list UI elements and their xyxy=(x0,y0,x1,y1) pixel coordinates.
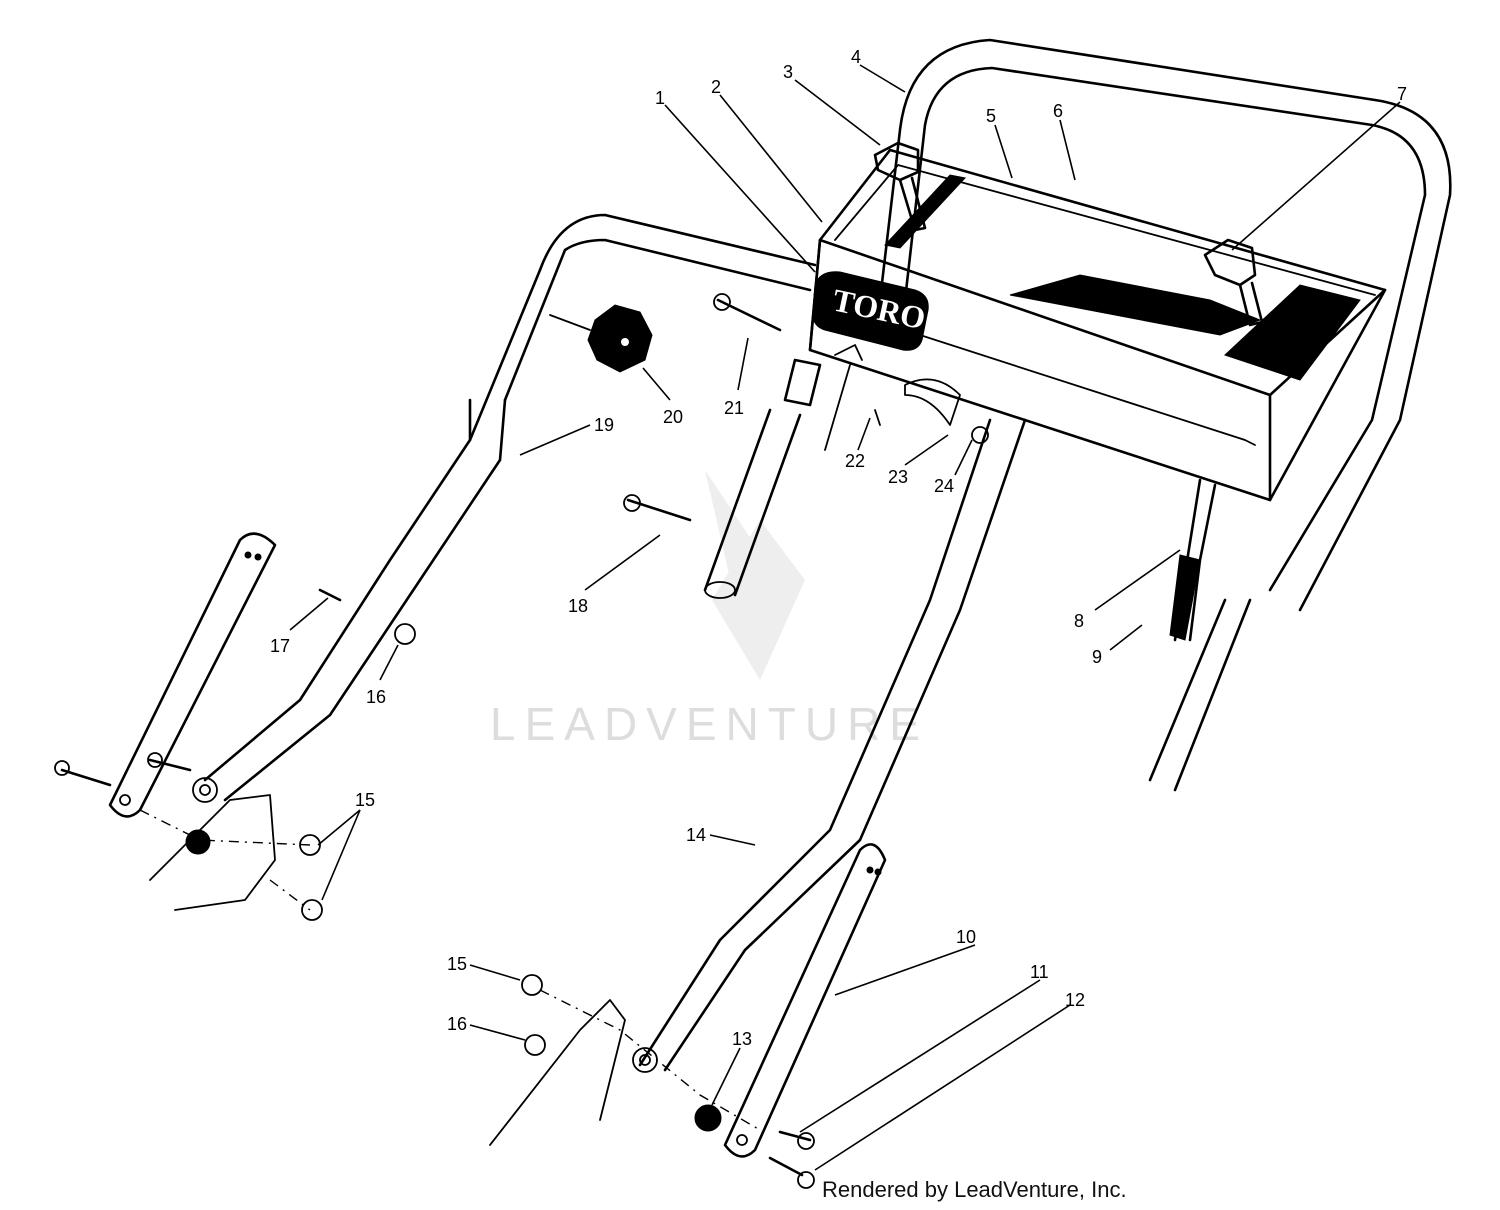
center-tube xyxy=(703,358,822,599)
callout-23: 23 xyxy=(888,467,908,487)
callout-19: 19 xyxy=(594,415,614,435)
callout-8: 8 xyxy=(1074,611,1084,631)
callout-1: 1 xyxy=(655,88,665,108)
cable-assembly xyxy=(1169,478,1217,642)
callout-15-left: 15 xyxy=(355,790,375,810)
callout-15-right: 15 xyxy=(447,954,467,974)
knob xyxy=(549,304,653,373)
callout-16-right: 16 xyxy=(447,1014,467,1034)
callout-5: 5 xyxy=(986,106,996,126)
deck-fragments xyxy=(139,794,761,1146)
callout-14: 14 xyxy=(686,825,706,845)
credit-text: Rendered by LeadVenture, Inc. xyxy=(822,1177,1127,1202)
upper-handle xyxy=(878,38,1452,612)
control-panel: TORO xyxy=(808,148,1387,502)
brace-right xyxy=(723,843,887,1158)
callout-22: 22 xyxy=(845,451,865,471)
lower-handle-left xyxy=(192,213,817,803)
callout-9: 9 xyxy=(1092,647,1102,667)
watermark-text: LEADVENTURE xyxy=(490,698,929,750)
lower-handle-right xyxy=(632,418,1027,1073)
callout-7: 7 xyxy=(1397,84,1407,104)
callout-2: 2 xyxy=(711,77,721,97)
nuts-washers xyxy=(185,344,989,1132)
callout-20: 20 xyxy=(663,407,683,427)
callout-labels: 1 2 3 4 5 6 7 8 9 10 11 12 13 14 15 15 1… xyxy=(270,47,1407,1049)
callout-12: 12 xyxy=(1065,990,1085,1010)
callout-10: 10 xyxy=(956,927,976,947)
watermark: LEADVENTURE xyxy=(490,470,929,750)
callout-24: 24 xyxy=(934,476,954,496)
callout-4: 4 xyxy=(851,47,861,67)
bolts xyxy=(54,293,815,1189)
callout-6: 6 xyxy=(1053,101,1063,121)
control-levers xyxy=(873,141,1264,327)
right-tube-lower xyxy=(1148,598,1252,792)
callout-11: 11 xyxy=(1030,962,1049,982)
callout-18: 18 xyxy=(568,596,588,616)
toro-logo: TORO xyxy=(812,271,929,351)
callout-16-left: 16 xyxy=(366,687,386,707)
callout-13: 13 xyxy=(732,1029,752,1049)
callout-3: 3 xyxy=(783,62,793,82)
brace-left xyxy=(108,532,277,818)
callout-17: 17 xyxy=(270,636,290,656)
callout-21: 21 xyxy=(724,398,744,418)
leader-lines xyxy=(289,64,1401,1171)
